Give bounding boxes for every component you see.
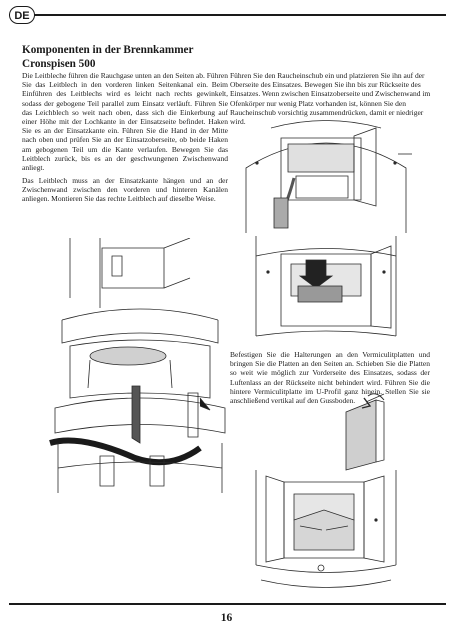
footer-rule	[9, 603, 446, 605]
stove-smoke-insert-arrow-illustration	[236, 236, 416, 346]
stove-vermiculite-plates-illustration	[236, 470, 416, 600]
left-paragraph-1: Die Leitbleche führen die Rauchgase unte…	[22, 71, 228, 173]
language-badge: DE	[9, 6, 35, 24]
section-title-line2: Cronspisen 500	[22, 57, 96, 70]
section-title-line1: Komponenten in der Brennkammer	[22, 44, 194, 56]
right-paragraph-2: Befestigen Sie die Halterungen an den Ve…	[230, 350, 430, 406]
right-paragraph-1: Führen Sie den Raucheinschub ein und pla…	[230, 71, 431, 127]
left-paragraph-2: Das Leitblech muss an der Einsatzkante h…	[22, 176, 228, 204]
page-number: 16	[220, 612, 233, 624]
header-rule	[9, 14, 446, 16]
stove-baffle-installation-illustration	[40, 238, 230, 498]
vermiculite-plate-bracket-illustration	[336, 392, 406, 472]
section-title: Komponenten in der Brennkammer Cronspise…	[22, 44, 222, 71]
stove-smoke-insert-top-illustration	[236, 118, 416, 233]
